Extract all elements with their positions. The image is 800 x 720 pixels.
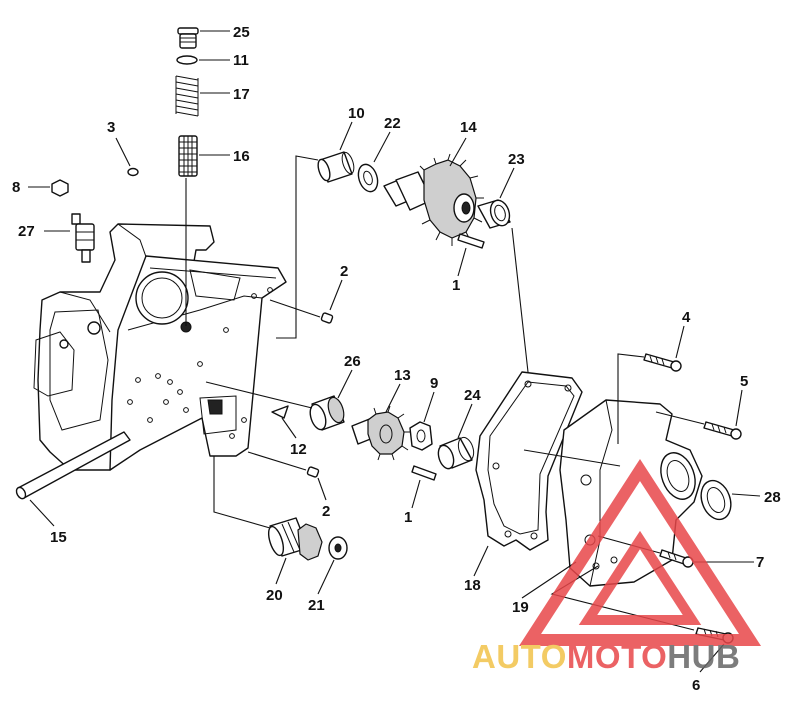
part-28-seal [700,479,732,521]
watermark-logo: AUTOMOTOHUB [472,458,762,675]
callout-16: 16 [233,148,250,165]
callout-3: 3 [107,119,115,136]
leader-bolt-4 [617,353,645,444]
case-cover-plate [109,255,287,471]
callout-1-lower: 1 [404,509,412,526]
part-2-pin-lower [306,466,320,478]
callout-5: 5 [740,373,748,390]
callout-21: 21 [308,597,325,614]
part-2-pin-upper [320,312,334,324]
part-8-nut [51,179,69,197]
part-16-filter-screen [178,135,198,177]
callout-12: 12 [290,441,307,458]
part-14-shaft-gear [383,153,484,246]
callout-17: 17 [233,86,250,103]
leader-pin-2-upper [269,299,321,318]
callout-7: 7 [756,554,764,571]
part-12-key [271,405,289,419]
part-4-bolt [643,353,682,372]
part-11-o-ring [176,55,198,65]
callout-4: 4 [682,309,691,326]
callout-24: 24 [464,387,481,404]
leader-bolt-5 [655,411,705,425]
callout-15: 15 [50,529,67,546]
part-3-ball [127,167,139,177]
part-10-bearing [317,151,355,183]
part-24-bearing [437,436,475,470]
part-1-dowel-upper [457,233,485,249]
callout-1-upper: 1 [452,277,460,294]
callout-2-lower: 2 [322,503,330,520]
callout-28: 28 [764,489,781,506]
part-18-gasket [475,371,583,551]
callout-25: 25 [233,24,250,41]
callout-leaders [28,30,761,673]
callout-numbers: 25 11 17 16 3 8 27 10 22 14 23 1 2 4 5 2… [12,24,781,694]
leader-bearing-10 [276,155,319,339]
callout-27: 27 [18,223,35,240]
part-23-bearing [477,199,511,229]
callout-10: 10 [348,105,365,122]
callout-14: 14 [460,119,477,136]
callout-20: 20 [266,587,283,604]
watermark-hub: HUB [667,638,740,675]
watermark-text: AUTOMOTOHUB [472,638,740,675]
leader-gasket-cover [523,449,621,467]
callout-13: 13 [394,367,411,384]
callout-11: 11 [233,52,249,69]
callout-23: 23 [508,151,525,168]
part-13-gear [351,405,410,461]
part-22-washer [357,163,379,193]
part-15-rod [15,431,131,500]
callout-18: 18 [464,577,481,594]
callout-8: 8 [12,179,20,196]
part-17-spring [175,75,199,117]
callout-19: 19 [512,599,529,616]
callout-2-upper: 2 [340,263,348,280]
part-9-nut [409,421,433,451]
watermark-moto: MOTO [567,638,667,675]
callout-6: 6 [692,677,700,694]
callout-26: 26 [344,353,361,370]
leader-shaft-20 [213,456,271,529]
part-27-sensor [71,213,95,263]
leader-pin-2-lower [247,451,307,471]
leader-bearing-26 [205,381,313,409]
callout-9: 9 [430,375,438,392]
part-1-dowel-lower [411,465,437,481]
part-20-shift-drum [267,517,323,561]
part-26-bearing [309,395,345,431]
watermark-auto: AUTO [472,638,567,675]
part-5-bolt [703,421,742,440]
callout-22: 22 [384,115,401,132]
part-25-plug [177,27,199,49]
shaft-line-to-gasket [511,227,529,373]
